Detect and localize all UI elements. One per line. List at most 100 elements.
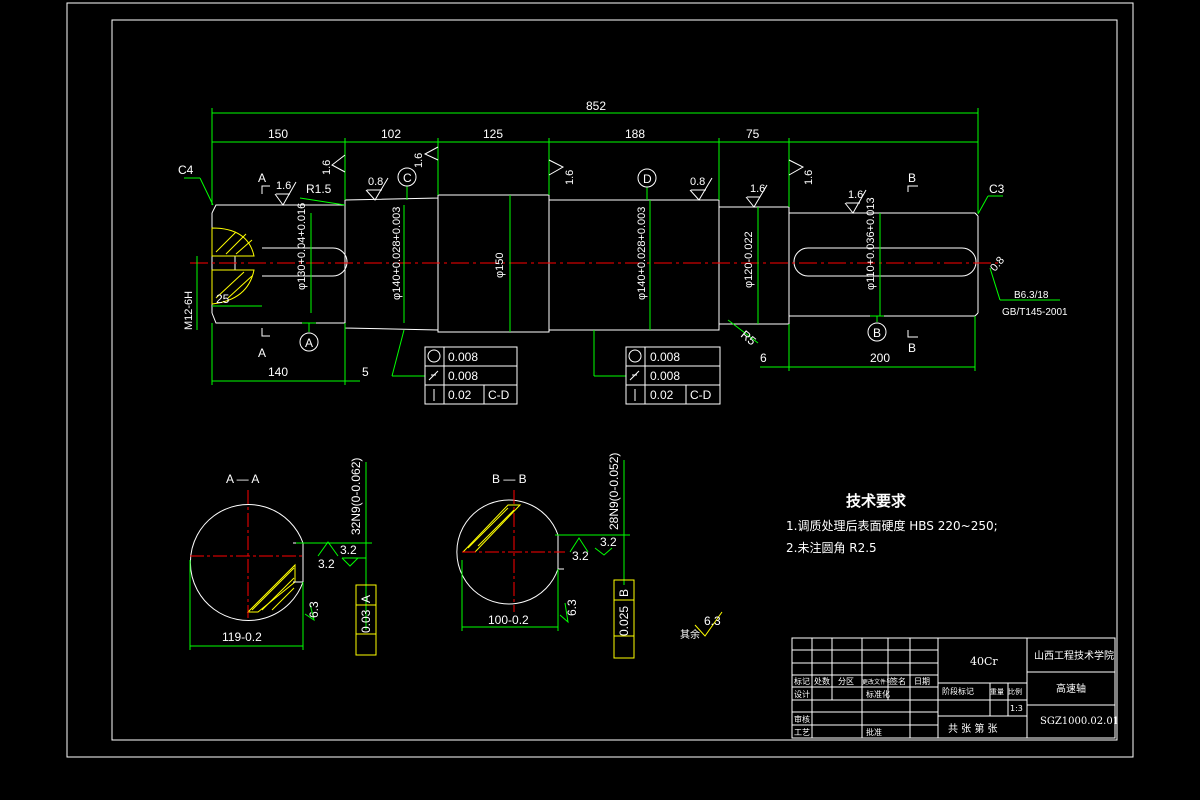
tol-left-runout: 0.02 [448, 388, 472, 402]
tb-ratio: 比例 [1008, 687, 1022, 696]
ra-4: 1.6 [750, 183, 765, 195]
outer-frame [66, 2, 1134, 758]
tb-drawing-no: SGZ1000.02.01 [1040, 716, 1119, 727]
title-block-lines [791, 637, 1116, 739]
ra-3: 0.8 [690, 176, 705, 188]
datum-labels [299, 167, 887, 352]
roughness-symbols [274, 146, 867, 214]
section-b-ra-1: 3.2 [600, 535, 617, 549]
section-a-title: A — A [226, 472, 259, 486]
tolerance-frame-right [625, 346, 721, 405]
datum-b-circle: B [873, 326, 881, 340]
dim-d1: φ130+0.04+0.016 [296, 203, 308, 290]
tol-left-cylindricity: 0.008 [448, 369, 478, 383]
section-b-depth: 100-0.2 [488, 613, 529, 627]
inner-frame [111, 19, 1118, 741]
dim-center-hole: B6.3/18 [1014, 290, 1049, 301]
section-b-ra-3: 6.3 [565, 599, 579, 616]
section-b-ra-2: 3.2 [572, 549, 589, 563]
dim-c3: C3 [989, 182, 1005, 196]
dim-r15: R1.5 [306, 182, 332, 196]
dim-seg5: 75 [746, 127, 760, 141]
tb-hdr-change: 更改文件号 [862, 678, 892, 686]
tb-part: 高速轴 [1056, 682, 1086, 695]
tb-hdr-mark: 标记 [794, 676, 810, 686]
dim-d6: φ110+0.036+0.013 [865, 197, 877, 290]
dim-seg1: 150 [268, 127, 288, 141]
section-a-sym-value: 0.03 [359, 609, 373, 633]
tb-scale: 1:3 [1010, 704, 1023, 713]
tech-req-2: 2.未注圆角 R2.5 [786, 540, 877, 555]
dim-d4: φ140+0.028+0.003 [636, 207, 648, 300]
tol-left-circularity: 0.008 [448, 350, 478, 364]
dim-seg2: 102 [381, 127, 401, 141]
tb-standard: 标准化 [866, 689, 890, 699]
tb-weight: 重量 [990, 688, 1004, 696]
tb-review: 审核 [794, 714, 810, 724]
dim-key2-length: 200 [870, 351, 890, 365]
ra-8: 1.6 [321, 160, 333, 175]
dimension-lines [184, 108, 1060, 385]
section-b-keyway: 28N9(0-0.052) [607, 453, 621, 530]
ra-7: 1.6 [803, 170, 815, 185]
section-a-ra-3: 6.3 [307, 601, 321, 618]
dim-d5: φ120-0.022 [743, 231, 755, 288]
ra-5: 1.6 [848, 189, 863, 201]
section-a-depth: 119-0.2 [222, 630, 262, 644]
remaining-label: 其余 [680, 628, 700, 641]
ra-6: 1.6 [564, 170, 576, 185]
section-a-view [189, 462, 377, 656]
tb-school: 山西工程技术学院 [1034, 649, 1114, 662]
datum-c-circle: C [403, 171, 412, 185]
remaining-roughness-symbol [694, 611, 723, 637]
remaining-ra: 6.3 [704, 614, 721, 628]
section-a-ra-1: 3.2 [340, 543, 357, 557]
dim-overall: 852 [586, 99, 606, 113]
tb-hdr-count: 处数 [814, 676, 830, 686]
tol-right-runout-ref: C-D [690, 388, 712, 402]
tb-stage: 阶段标记 [942, 686, 974, 696]
dim-seg4: 188 [625, 127, 645, 141]
section-b-sym-ref: B [617, 589, 631, 597]
dim-thread: M12-6H [183, 291, 195, 330]
tol-right-cylindricity: 0.008 [650, 369, 680, 383]
section-a-keyway: 32N9(0-0.062) [349, 458, 363, 535]
dim-depth25: 25 [216, 292, 230, 306]
tech-heading: 技术要求 [846, 492, 907, 510]
tb-approve: 批准 [866, 727, 882, 737]
section-markers [261, 185, 918, 338]
section-a-mark-top: A [258, 171, 266, 185]
section-a-ra-2: 3.2 [318, 557, 335, 571]
tb-hdr-date: 日期 [914, 677, 930, 686]
section-a-sym-ref: A [359, 595, 373, 603]
tb-hdr-sign: 签名 [890, 676, 906, 686]
dim-key1-offset: 5 [362, 365, 369, 379]
datum-a-circle: A [305, 336, 313, 350]
ra-2: 0.8 [368, 176, 383, 188]
dim-d2: φ140+0.028+0.003 [391, 207, 403, 300]
section-b-mark-top: B [908, 171, 916, 185]
tb-craft: 工艺 [794, 728, 810, 737]
dim-key2-offset: 6 [760, 351, 767, 365]
tol-left-runout-ref: C-D [488, 388, 510, 402]
section-a-mark-bottom: A [258, 346, 266, 360]
roughness-texts: 1.6 0.8 0.8 1.6 1.6 1.6 1.6 1.6 1.6 [276, 153, 863, 201]
section-b-mark-bottom: B [908, 341, 916, 355]
tb-material: 40Cr [970, 655, 998, 668]
dim-center-standard: GB/T145-2001 [1002, 307, 1068, 318]
diameter-texts: φ130+0.04+0.016 φ140+0.028+0.003 φ150 φ1… [183, 197, 877, 330]
tol-right-circularity: 0.008 [650, 350, 680, 364]
tb-sheets: 共 张 第 张 [948, 722, 998, 735]
dim-seg3: 125 [483, 127, 503, 141]
section-b-view [456, 460, 635, 659]
dim-c4: C4 [178, 163, 194, 177]
end-hatch [211, 227, 255, 305]
tb-design: 设计 [794, 689, 810, 699]
ra-9: 1.6 [413, 153, 425, 168]
dim-key1-length: 140 [268, 365, 288, 379]
dimension-texts: 852 150 102 125 188 75 140 5 200 6 25 R1… [178, 99, 1068, 379]
ra-1: 1.6 [276, 180, 291, 192]
tb-hdr-zone: 分区 [838, 677, 854, 686]
datum-d-circle: D [643, 172, 652, 186]
